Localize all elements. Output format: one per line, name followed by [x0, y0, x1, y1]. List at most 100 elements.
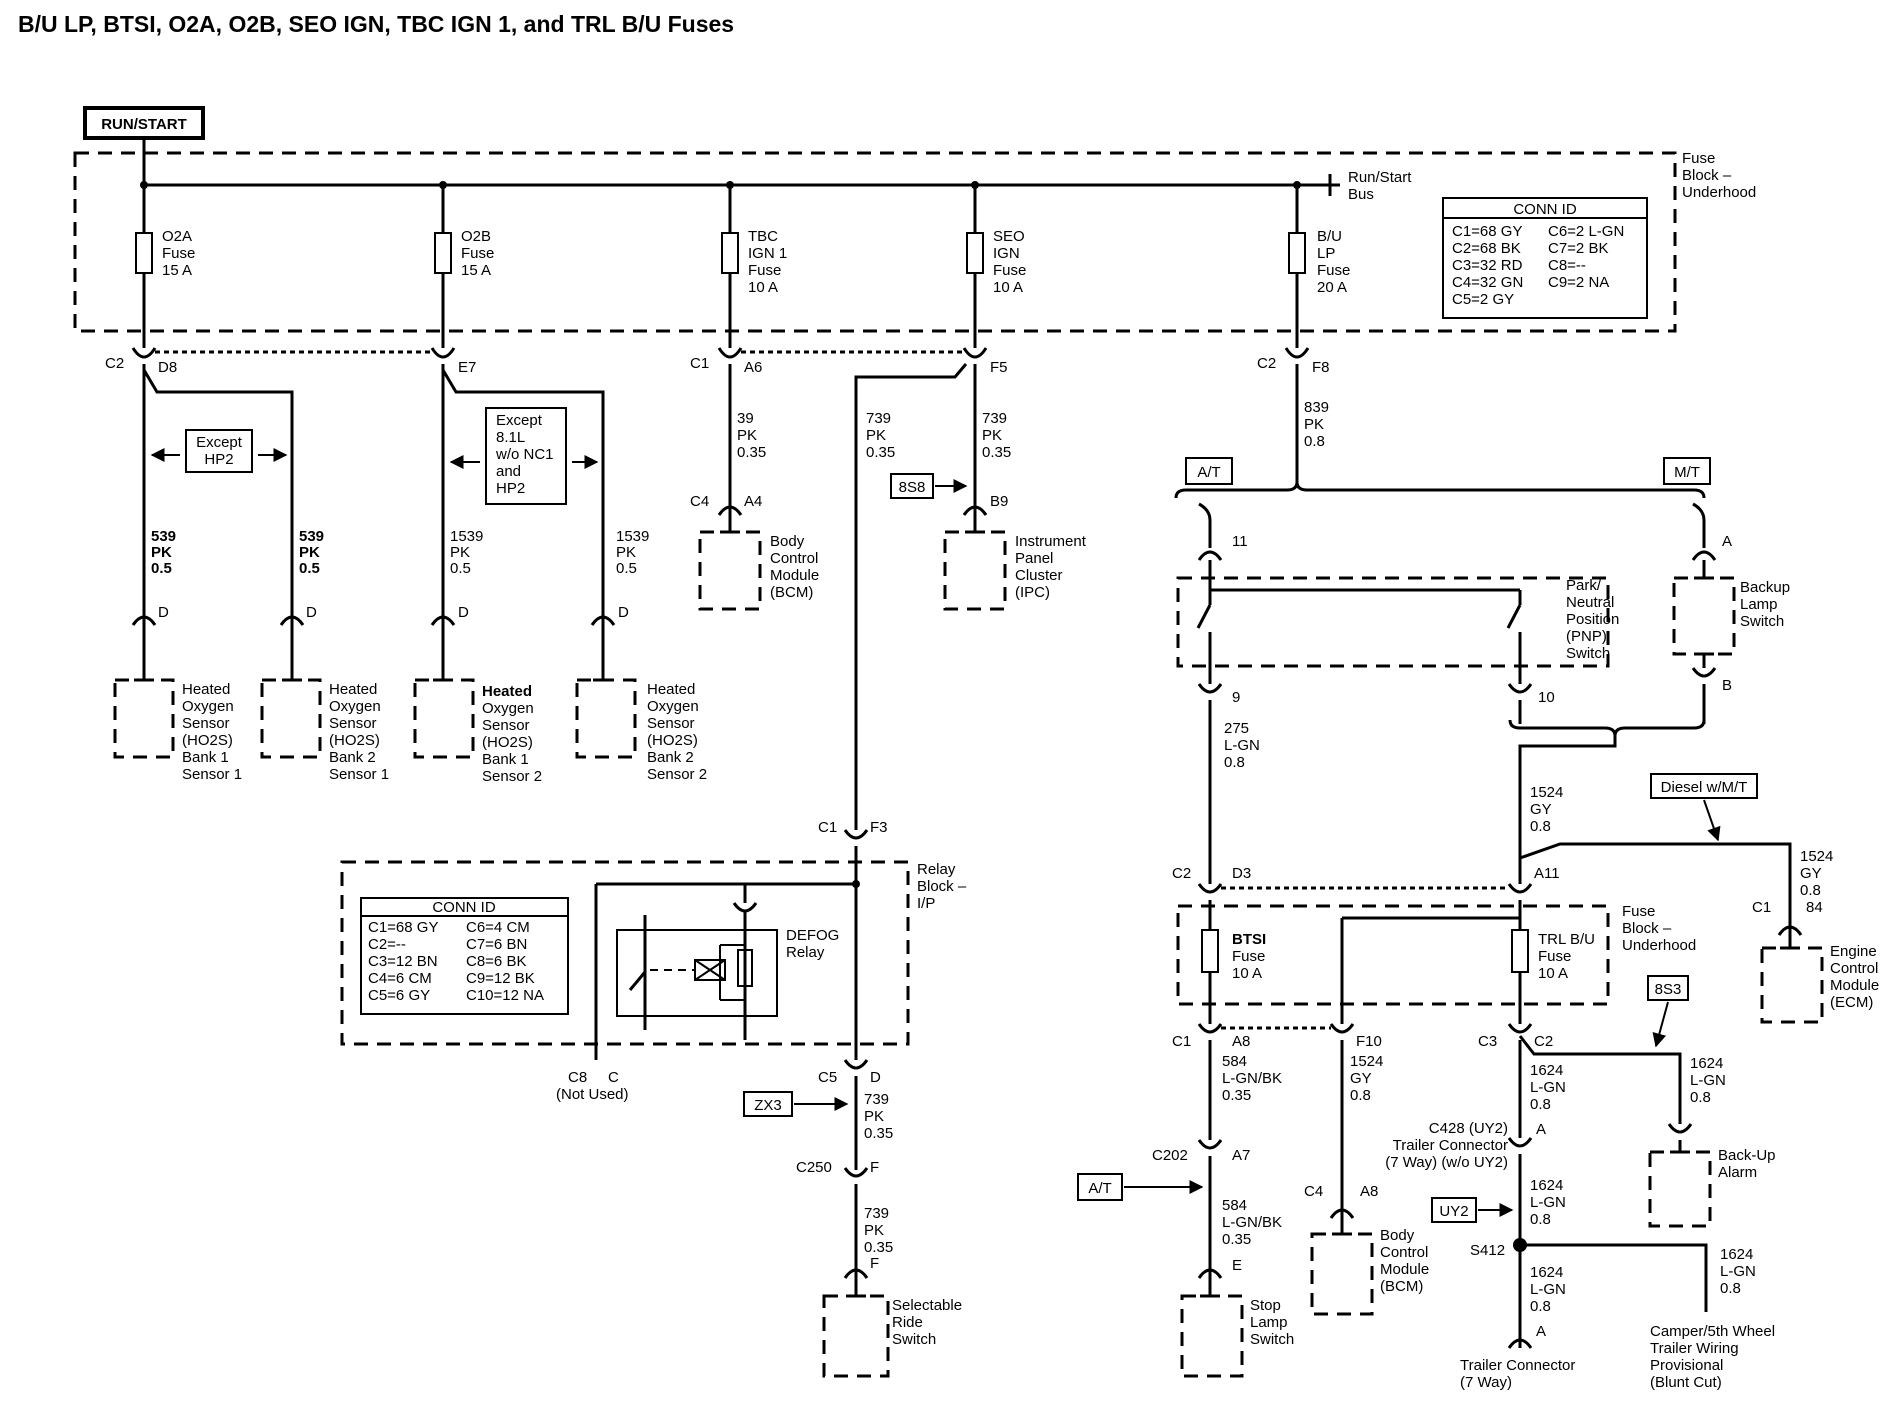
svg-text:A/T: A/T [1088, 1180, 1111, 1197]
svg-text:LP: LP [1317, 245, 1335, 262]
svg-text:PK: PK [1304, 416, 1324, 433]
pin-label: A8 [1232, 1033, 1250, 1050]
svg-text:0.8: 0.8 [1530, 1211, 1551, 1228]
fuse-seo-ign: SEO IGN Fuse 10 A [966, 185, 1026, 348]
svg-text:Fuse: Fuse [1317, 262, 1350, 279]
svg-text:L-GN/BK: L-GN/BK [1222, 1214, 1282, 1231]
svg-text:Sensor 1: Sensor 1 [329, 766, 389, 783]
svg-text:L-GN: L-GN [1690, 1072, 1726, 1089]
svg-text:Camper/5th Wheel: Camper/5th Wheel [1650, 1323, 1775, 1340]
svg-text:Sensor 2: Sensor 2 [647, 766, 707, 783]
svg-text:C1=68 GY: C1=68 GY [368, 919, 438, 936]
svg-text:84: 84 [1806, 899, 1823, 916]
pin-label: E7 [458, 359, 476, 376]
svg-text:Switch: Switch [1566, 645, 1610, 662]
svg-text:Block –: Block – [917, 878, 967, 895]
fuse-block-label-2: Block – [1682, 167, 1732, 184]
fuse-o2a: O2A Fuse 15 A [135, 185, 195, 348]
fuse-block-underhood-outline [73, 151, 1677, 333]
wire-1524-trunk: 1524 GY 0.8 Diesel w/M/T 1524 GY 0.8 [1518, 736, 1833, 935]
svg-text:(ECM): (ECM) [1830, 994, 1873, 1011]
svg-text:A: A [1536, 1121, 1546, 1138]
svg-text:Sensor: Sensor [329, 715, 377, 732]
svg-text:PK: PK [864, 1108, 884, 1125]
svg-text:584: 584 [1222, 1053, 1247, 1070]
svg-text:0.8: 0.8 [1530, 818, 1551, 835]
svg-text:Back-Up: Back-Up [1718, 1147, 1776, 1164]
svg-text:w/o NC1: w/o NC1 [495, 446, 554, 463]
svg-text:F: F [870, 1255, 879, 1272]
svg-text:0.35: 0.35 [982, 444, 1011, 461]
svg-text:(HO2S): (HO2S) [329, 732, 380, 749]
svg-text:0.35: 0.35 [737, 444, 766, 461]
svg-text:SEO: SEO [993, 228, 1025, 245]
svg-text:Stop: Stop [1250, 1297, 1281, 1314]
svg-text:A8: A8 [1360, 1183, 1378, 1200]
fuse-o2b: O2B Fuse 15 A [434, 185, 494, 348]
svg-text:F: F [870, 1159, 879, 1176]
fuse-tbc-ign1: TBC IGN 1 Fuse 10 A [721, 185, 787, 348]
backup-lamp-switch: A B Backup Lamp Switch [1672, 502, 1790, 712]
svg-text:C9=12 BK: C9=12 BK [466, 970, 535, 987]
svg-text:0.8: 0.8 [1530, 1298, 1551, 1315]
svg-text:Trailer Connector: Trailer Connector [1460, 1357, 1575, 1374]
svg-text:10: 10 [1538, 689, 1555, 706]
svg-text:Heated: Heated [482, 683, 532, 700]
svg-text:10 A: 10 A [993, 279, 1023, 296]
svg-text:Ride: Ride [892, 1314, 923, 1331]
svg-text:Lamp: Lamp [1250, 1314, 1288, 1331]
svg-text:GY: GY [1800, 865, 1822, 882]
svg-text:C7=6 BN: C7=6 BN [466, 936, 527, 953]
svg-text:(HO2S): (HO2S) [647, 732, 698, 749]
pin-label: C1 [690, 355, 709, 372]
svg-text:539: 539 [299, 528, 324, 545]
svg-text:PK: PK [151, 544, 172, 561]
svg-text:C1: C1 [1752, 899, 1771, 916]
bcm-bottom-circuit: 1524 GY 0.8 C4 A8 Body Control Module (B… [1304, 1040, 1429, 1316]
svg-text:C: C [608, 1069, 619, 1086]
svg-text:A: A [1722, 533, 1732, 550]
svg-text:Except: Except [496, 412, 543, 429]
pin-label: C2 [1534, 1033, 1553, 1050]
svg-text:PK: PK [299, 544, 320, 561]
svg-text:1624: 1624 [1530, 1264, 1563, 1281]
svg-text:275: 275 [1224, 720, 1249, 737]
svg-text:(PNP): (PNP) [1566, 628, 1607, 645]
svg-text:Park/: Park/ [1566, 577, 1602, 594]
svg-text:0.8: 0.8 [1224, 754, 1245, 771]
bcm-top-circuit: 39 PK 0.35 C4 A4 Body Control Module (BC… [690, 364, 819, 611]
svg-text:Body: Body [1380, 1227, 1415, 1244]
fuse-bu-lp: B/U LP Fuse 20 A [1288, 185, 1350, 348]
svg-text:1624: 1624 [1690, 1055, 1723, 1072]
svg-text:0.8: 0.8 [1690, 1089, 1711, 1106]
svg-text:Fuse: Fuse [1232, 948, 1265, 965]
svg-text:IGN 1: IGN 1 [748, 245, 787, 262]
pin-label: C2 [105, 355, 124, 372]
svg-text:8S8: 8S8 [899, 479, 926, 496]
svg-text:Oxygen: Oxygen [482, 700, 534, 717]
svg-text:Heated: Heated [182, 681, 230, 698]
svg-text:A/T: A/T [1197, 464, 1220, 481]
svg-text:Trailer Connector: Trailer Connector [1393, 1137, 1508, 1154]
svg-text:(BCM): (BCM) [770, 584, 813, 601]
svg-text:Instrument: Instrument [1015, 533, 1087, 550]
svg-text:D: D [306, 604, 317, 621]
svg-text:C6=4 CM: C6=4 CM [466, 919, 530, 936]
svg-text:1524: 1524 [1530, 784, 1563, 801]
svg-text:and: and [496, 463, 521, 480]
svg-text:D: D [618, 604, 629, 621]
pin-label: F5 [990, 359, 1008, 376]
svg-text:TBC: TBC [748, 228, 778, 245]
conn-id-entry: C8=-- [1548, 257, 1586, 274]
svg-text:0.35: 0.35 [864, 1239, 893, 1256]
svg-text:Neutral: Neutral [1566, 594, 1614, 611]
svg-text:739: 739 [864, 1205, 889, 1222]
svg-text:Position: Position [1566, 611, 1619, 628]
diagram-title: B/U LP, BTSI, O2A, O2B, SEO IGN, TBC IGN… [18, 11, 734, 37]
svg-text:O2A: O2A [162, 228, 192, 245]
svg-text:10 A: 10 A [1538, 965, 1568, 982]
svg-text:Fuse: Fuse [1622, 903, 1655, 920]
svg-text:Sensor: Sensor [182, 715, 230, 732]
pin-label: F10 [1356, 1033, 1382, 1050]
